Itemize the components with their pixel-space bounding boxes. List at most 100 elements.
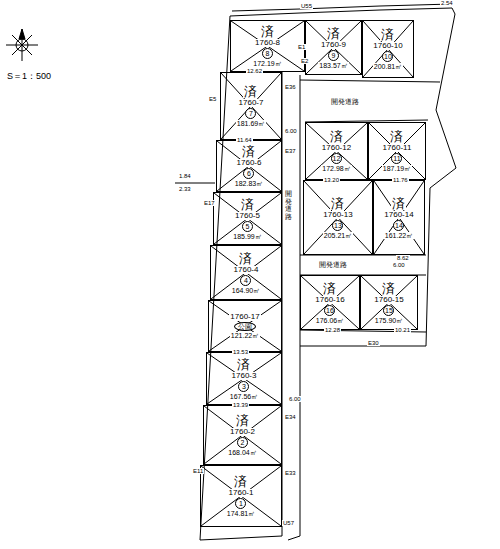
lot-text: 済1760-44164.90㎡	[231, 252, 261, 294]
point-name: E30	[367, 340, 380, 346]
area-value: 121.22㎡	[230, 332, 260, 339]
point-name: U57	[282, 520, 295, 526]
lot-parcel: 済1760-1414161.22㎡	[373, 180, 425, 255]
status-mark: 済	[235, 414, 250, 427]
lot-number: 1760-15	[373, 296, 404, 304]
lot-parcel: 済1760-66182.83㎡	[216, 140, 282, 192]
lot-text: 済1760-88172.19㎡	[252, 25, 282, 67]
lot-parcel: 済1760-22168.04㎡	[203, 405, 282, 465]
dimension-value: 6.00	[288, 396, 302, 402]
lot-number: 1760-17	[229, 313, 260, 321]
dimension-value: 13.53	[232, 349, 249, 355]
lot-text: 済1760-66182.83㎡	[234, 145, 264, 187]
point-name: E36	[284, 84, 297, 90]
lot-number: 1760-2	[229, 428, 256, 436]
callout-number: 8	[262, 48, 273, 59]
area-value: 176.06㎡	[315, 317, 345, 324]
callout-number: 9	[328, 50, 339, 61]
status-mark: 済	[330, 197, 345, 210]
lot-text: 済1760-1313205.21㎡	[322, 197, 353, 239]
lot-text: 済1760-1616176.06㎡	[314, 282, 345, 324]
callout-number: 7	[245, 108, 256, 119]
use-label: 公園	[234, 322, 256, 331]
dimension-value: 6.00	[284, 128, 298, 134]
dimension-value: 12.28	[324, 327, 341, 333]
dimension-value: 2.33	[178, 186, 192, 192]
point-name: E11	[192, 468, 204, 474]
status-mark: 済	[236, 358, 251, 371]
lot-text: 済1760-33167.56㎡	[229, 358, 259, 400]
status-mark: 済	[260, 25, 275, 38]
point-name: E34	[284, 414, 297, 420]
lot-text: 済1760-55185.99㎡	[232, 198, 262, 240]
dimension-value: 6.00	[392, 262, 406, 268]
area-value: 183.57㎡	[318, 62, 348, 69]
lot-number: 1760-8	[254, 39, 281, 47]
lot-parcel: 済1760-11174.81㎡	[200, 465, 282, 527]
callout-number: 3	[238, 381, 249, 392]
lot-number: 1760-11	[382, 144, 413, 152]
status-mark: 済	[389, 130, 404, 143]
lot-number: 1760-1	[228, 489, 255, 497]
lot-parcel: 済1760-1010200.81㎡	[362, 20, 414, 78]
status-mark: 済	[391, 197, 406, 210]
lot-text: 済1760-1414161.22㎡	[383, 197, 414, 239]
lot-parcel: 済1760-55185.99㎡	[213, 192, 282, 245]
status-mark: 済	[243, 85, 258, 98]
lot-number: 1760-14	[383, 211, 414, 219]
area-value: 172.98㎡	[321, 165, 351, 172]
road-label: 開発道路	[284, 190, 293, 221]
lot-text: 済1760-11174.81㎡	[226, 475, 256, 517]
compass-symbol	[6, 29, 38, 61]
lot-number: 1760-13	[322, 211, 353, 219]
lot-number: 1760-10	[372, 42, 403, 50]
lot-text: 済1760-1212172.98㎡	[321, 130, 352, 172]
top-strip	[232, 4, 452, 11]
callout-number: 16	[324, 305, 335, 316]
lot-text: 1760-17公園121.22㎡	[229, 313, 260, 339]
area-value: 174.81㎡	[226, 510, 256, 517]
area-value: 185.99㎡	[232, 233, 262, 240]
area-value: 200.81㎡	[373, 63, 403, 70]
lot-parcel: 済1760-77181.69㎡	[220, 72, 282, 140]
lot-parcel: 済1760-99183.57㎡	[305, 20, 362, 75]
dimension-value: 10.21	[394, 327, 411, 333]
lot-text: 済1760-1010200.81㎡	[372, 28, 403, 70]
area-value: 161.22㎡	[384, 232, 414, 239]
point-name: E2	[300, 58, 309, 64]
area-value: 167.56㎡	[229, 393, 259, 400]
dimension-value: 11.64	[236, 137, 253, 143]
area-value: 181.69㎡	[236, 120, 266, 127]
left-boundary	[200, 16, 282, 540]
callout-number: 10	[382, 51, 393, 62]
point-name: E1	[297, 44, 306, 50]
status-mark: 済	[241, 145, 256, 158]
dimension-value: 1.84	[178, 173, 192, 179]
lot-number: 1760-3	[231, 372, 258, 380]
callout-number: 11	[391, 153, 402, 164]
lot-parcel: 済1760-33167.56㎡	[206, 352, 282, 405]
scale-note: S＝1：500	[6, 72, 52, 81]
lot-text: 済1760-22168.04㎡	[227, 414, 257, 456]
callout-number: 5	[242, 221, 253, 232]
area-value: 205.21㎡	[323, 232, 353, 239]
point-name: E5	[208, 96, 217, 102]
point-name: E33	[284, 470, 297, 476]
dimension-value: 13.39	[232, 402, 249, 408]
site-boundary	[230, 8, 456, 346]
callout-number: 12	[331, 153, 342, 164]
area-value: 168.04㎡	[227, 449, 257, 456]
status-mark: 済	[381, 282, 396, 295]
lot-number: 1760-16	[314, 296, 345, 304]
dimension-value: 8.62	[396, 255, 410, 261]
callout-number: 15	[383, 305, 394, 316]
status-mark: 済	[240, 198, 255, 211]
lot-parcel: 済1760-44164.90㎡	[210, 245, 282, 300]
area-value: 182.83㎡	[234, 180, 264, 187]
lot-text: 済1760-1515175.90㎡	[373, 282, 404, 324]
status-mark: 済	[326, 27, 341, 40]
road-edge	[300, 255, 426, 275]
area-value: 187.19㎡	[382, 165, 412, 172]
